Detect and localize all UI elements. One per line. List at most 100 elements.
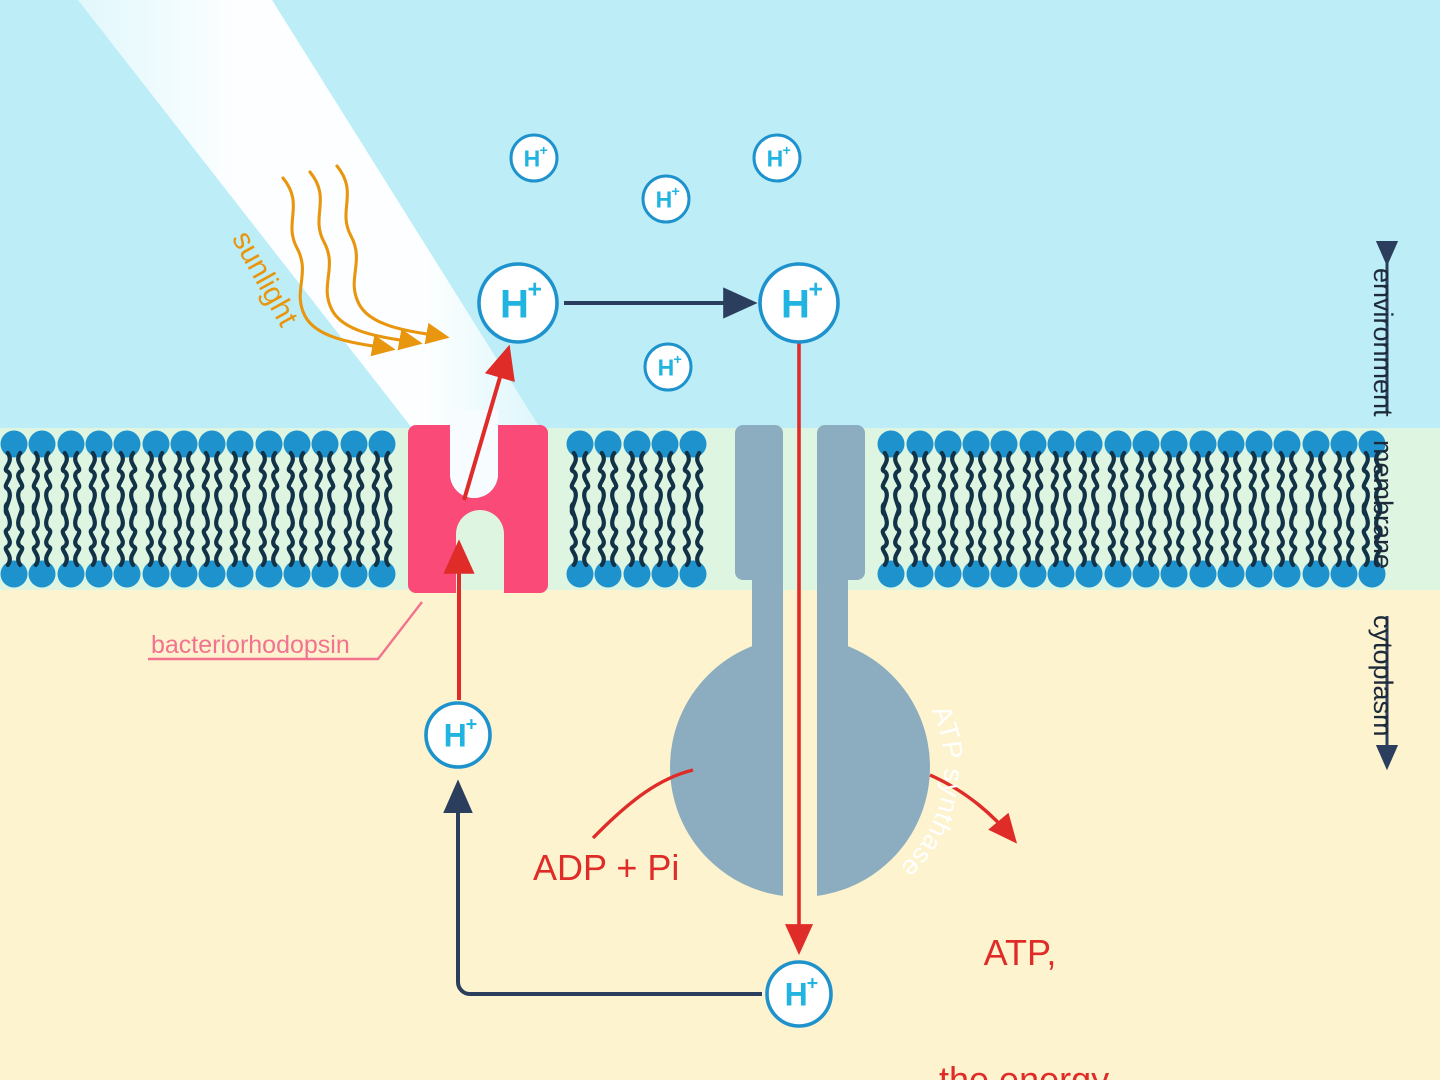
lipid-tail xyxy=(1192,500,1201,568)
lipid-head xyxy=(1189,560,1217,588)
lipid-head xyxy=(906,430,934,458)
lipid-head xyxy=(566,430,594,458)
lipid-tail xyxy=(286,500,295,568)
lipid-tail xyxy=(626,500,635,568)
atp-product-line-1: ATP, xyxy=(983,931,1057,973)
proton-circle xyxy=(641,174,691,224)
proton-charge: + xyxy=(466,714,478,736)
proton-charge: + xyxy=(539,143,547,159)
sunlight-beam xyxy=(78,0,540,428)
lipid-head xyxy=(198,560,226,588)
proton-large: H+ xyxy=(477,262,559,344)
lipid-tail xyxy=(893,500,902,568)
lipid-tail xyxy=(965,500,974,568)
lipid-tail xyxy=(1333,500,1342,568)
arrow-pump-out xyxy=(462,344,515,501)
proton-symbol: H xyxy=(500,282,529,326)
lipid-tail xyxy=(1022,500,1031,568)
proton-small: H+ xyxy=(509,133,559,183)
lipid-head xyxy=(1217,430,1245,458)
lipid-head xyxy=(170,430,198,458)
proton-charge: + xyxy=(807,973,819,995)
lipid-tail xyxy=(88,500,97,568)
atp-synthase-protein[interactable] xyxy=(670,425,930,897)
lipid-tail xyxy=(214,500,223,568)
proton-charge: + xyxy=(809,276,823,303)
lipid-head xyxy=(1358,430,1386,458)
lipid-tail xyxy=(1205,500,1214,568)
lipid-tail xyxy=(880,500,889,568)
lipid-head xyxy=(1160,430,1188,458)
lipid-head xyxy=(594,560,622,588)
lipid-head xyxy=(142,430,170,458)
lipid-tail xyxy=(129,500,138,568)
lipid-tail xyxy=(1248,500,1257,568)
lipid-tail xyxy=(258,500,267,568)
lipid-head xyxy=(934,560,962,588)
lipid-tail xyxy=(16,500,25,568)
lipid-head xyxy=(1217,560,1245,588)
lipid-head xyxy=(1189,430,1217,458)
lipid-tail xyxy=(1163,500,1172,568)
lipid-tail xyxy=(682,500,691,568)
lipid-tail xyxy=(371,500,380,568)
lipid-head xyxy=(1273,430,1301,458)
lipid-tail xyxy=(654,500,663,568)
lipid-head xyxy=(1132,430,1160,458)
lipid-head xyxy=(566,560,594,588)
lipid-tail xyxy=(343,500,352,568)
proton-symbol: H xyxy=(656,186,673,212)
lipid-head xyxy=(651,430,679,458)
lipid-head xyxy=(28,560,56,588)
lipid-tail xyxy=(1091,500,1100,568)
lipid-head xyxy=(311,430,339,458)
proton-medium: H+ xyxy=(424,701,492,769)
lipid-tail xyxy=(1107,500,1116,568)
arrow-atp-out xyxy=(929,773,1018,844)
lipid-tail xyxy=(1305,500,1314,568)
bacteriorhodopsin-label: bacteriorhodopsin xyxy=(151,631,350,659)
lipid-tail xyxy=(314,500,323,568)
lipid-head xyxy=(962,430,990,458)
lipid-tail xyxy=(145,500,154,568)
lipid-tail xyxy=(1063,500,1072,568)
lipid-head xyxy=(85,430,113,458)
lipid-tail xyxy=(909,500,918,568)
lipid-head xyxy=(1302,560,1330,588)
proton-circle xyxy=(424,701,492,769)
atp-product-line-2: the energy xyxy=(939,1059,1110,1080)
lipid-head xyxy=(85,560,113,588)
lipid-head xyxy=(934,430,962,458)
lipid-head xyxy=(623,430,651,458)
lipid-head xyxy=(1302,430,1330,458)
lipid-tail xyxy=(922,500,931,568)
lipid-tail xyxy=(1318,500,1327,568)
lipid-tail xyxy=(937,500,946,568)
lipid-head xyxy=(0,560,28,588)
cytoplasm-label: cytoplasm xyxy=(1368,615,1398,737)
lipid-tail xyxy=(993,500,1002,568)
proton-symbol: H xyxy=(444,718,467,754)
proton-medium: H+ xyxy=(765,960,833,1028)
lipid-tail xyxy=(1006,500,1015,568)
lipid-head xyxy=(594,430,622,458)
lipid-head xyxy=(368,430,396,458)
lipid-head xyxy=(311,560,339,588)
lipid-head xyxy=(340,560,368,588)
lipid-head xyxy=(57,430,85,458)
lipid-head xyxy=(623,560,651,588)
lipid-head xyxy=(57,560,85,588)
lipid-head xyxy=(113,430,141,458)
lipid-tail xyxy=(1361,500,1370,568)
lipid-head xyxy=(1132,560,1160,588)
lipid-tail xyxy=(597,500,606,568)
lipid-head xyxy=(142,560,170,588)
proton-small: H+ xyxy=(641,174,691,224)
lipid-tail xyxy=(1035,500,1044,568)
bacteriorhodopsin-leader xyxy=(148,601,423,661)
proton-symbol: H xyxy=(524,145,541,171)
lipid-tail xyxy=(1261,500,1270,568)
lipid-tail xyxy=(1176,500,1185,568)
lipid-tail xyxy=(667,500,676,568)
